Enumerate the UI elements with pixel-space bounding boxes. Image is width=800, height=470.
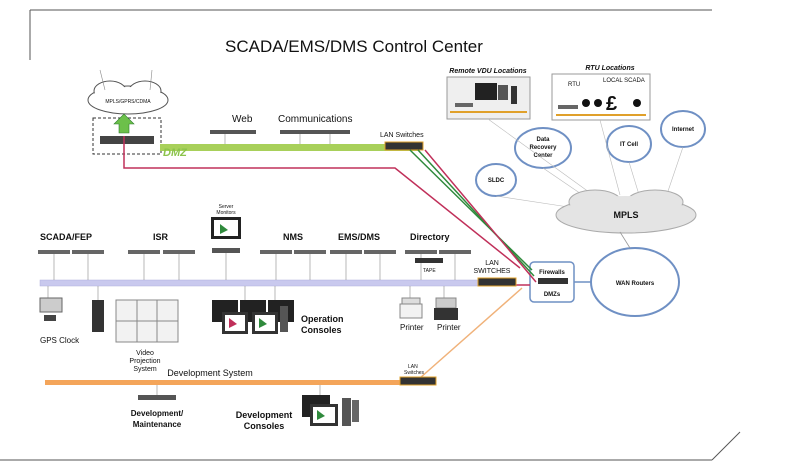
- mpls-cloud: MPLS: [555, 189, 697, 234]
- dev-maint-label-1: Development/: [131, 409, 184, 418]
- server-monitor-icon: [211, 217, 241, 280]
- dev-consoles-icon: [302, 385, 359, 426]
- printer-2-label: Printer: [437, 323, 461, 332]
- internet-label: Internet: [672, 127, 694, 133]
- dev-switches-label-2: Switches: [404, 370, 425, 376]
- drc-label-1: Data: [536, 137, 550, 143]
- op-consoles-label-2: Consoles: [301, 325, 342, 335]
- mpls-wan-link: [619, 231, 631, 249]
- drc-label-2: Recovery: [529, 145, 557, 151]
- server-monitors-label-1: Server: [219, 204, 234, 210]
- dmz-lan-switches-label: LAN Switches: [380, 132, 424, 139]
- frame-corner: [711, 431, 741, 461]
- firewalls-label: Firewalls: [539, 270, 565, 276]
- dmz-label: DMZ: [163, 147, 188, 159]
- dmz-comms-label: Communications: [278, 114, 352, 125]
- firewalls-box: Firewalls DMZs: [529, 261, 575, 303]
- rtu-label: RTU: [568, 82, 580, 88]
- dev-maint-label-2: Maintenance: [133, 420, 182, 429]
- red-link-2: [424, 149, 537, 283]
- red-link: [123, 136, 521, 269]
- cloud-top-label: MPLS/GPRS/CDMA: [105, 99, 151, 105]
- gps-clock-icon: [39, 286, 63, 321]
- dev-system-label: Development System: [167, 368, 253, 378]
- video-wall-icon: [92, 286, 179, 343]
- comms-server: [280, 130, 350, 134]
- tape-device: [415, 258, 443, 263]
- isr-label: ISR: [153, 232, 169, 242]
- dmz-bus: [160, 144, 420, 151]
- ems-dms-label: EMS/DMS: [338, 232, 380, 242]
- main-lan-switch: [477, 277, 517, 287]
- printer-2-icon: [434, 286, 458, 320]
- video-label-2: Projection: [129, 358, 160, 365]
- drc-label-3: Center: [533, 153, 553, 159]
- sldc-label: SLDC: [488, 178, 505, 184]
- dmz-web-label: Web: [232, 114, 253, 125]
- rtu-box: RTU LOCAL SCADA £: [551, 73, 651, 121]
- dmzs-label: DMZs: [544, 292, 561, 298]
- video-label-3: System: [133, 366, 157, 373]
- dev-consoles-label-1: Development: [236, 410, 293, 420]
- scada-fep-label: SCADA/FEP: [40, 232, 92, 242]
- nms-label: NMS: [283, 232, 303, 242]
- lan-switches-label-1: LAN: [485, 260, 499, 267]
- it-cell-label: IT Cell: [620, 142, 638, 148]
- server-racks: SCADA/FEP ISR NMS EMS/DMS Directory TAPE: [38, 232, 471, 280]
- rtu-title: RTU Locations: [585, 65, 634, 72]
- video-label-1: Video: [136, 350, 154, 357]
- dev-lan-switch: [399, 376, 437, 386]
- web-server: [210, 130, 256, 134]
- server-monitors-label-2: Monitors: [216, 210, 236, 216]
- mpls-label: MPLS: [613, 210, 638, 220]
- dev-bus: [45, 380, 415, 385]
- remote-vdu-title: Remote VDU Locations: [449, 68, 527, 75]
- wan-routers-label: WAN Routers: [616, 281, 655, 287]
- local-scada-label: LOCAL SCADA: [603, 78, 645, 84]
- printer-1-icon: [399, 286, 423, 319]
- green-link-1: [409, 149, 533, 271]
- op-consoles-label-1: Operation: [301, 314, 344, 324]
- up-arrow-icon: [113, 113, 135, 134]
- tape-label: TAPE: [423, 268, 436, 274]
- main-lan-bus: [39, 279, 481, 287]
- pound-sign-icon: £: [606, 93, 617, 115]
- directory-label: Directory: [410, 232, 450, 242]
- gps-clock-label: GPS Clock: [40, 336, 80, 345]
- green-link-2: [417, 149, 535, 277]
- orange-link: [419, 287, 523, 379]
- page-title: SCADA/EMS/DMS Control Center: [225, 37, 483, 56]
- operation-consoles-icon: [212, 286, 294, 334]
- dev-consoles-label-2: Consoles: [244, 421, 285, 431]
- lan-switches-label-2: SWITCHES: [474, 268, 511, 275]
- dev-maintenance-icon: [138, 385, 176, 400]
- dmz-lan-switch: [384, 141, 424, 151]
- remote-vdu-box: [446, 76, 531, 120]
- modem-device: [100, 136, 154, 144]
- dev-switches-label-1: LAN: [408, 364, 418, 370]
- mpls-gprs-cdma-cloud: MPLS/GPRS/CDMA: [87, 69, 169, 115]
- modem-box: [92, 117, 162, 155]
- printer-1-label: Printer: [400, 323, 424, 332]
